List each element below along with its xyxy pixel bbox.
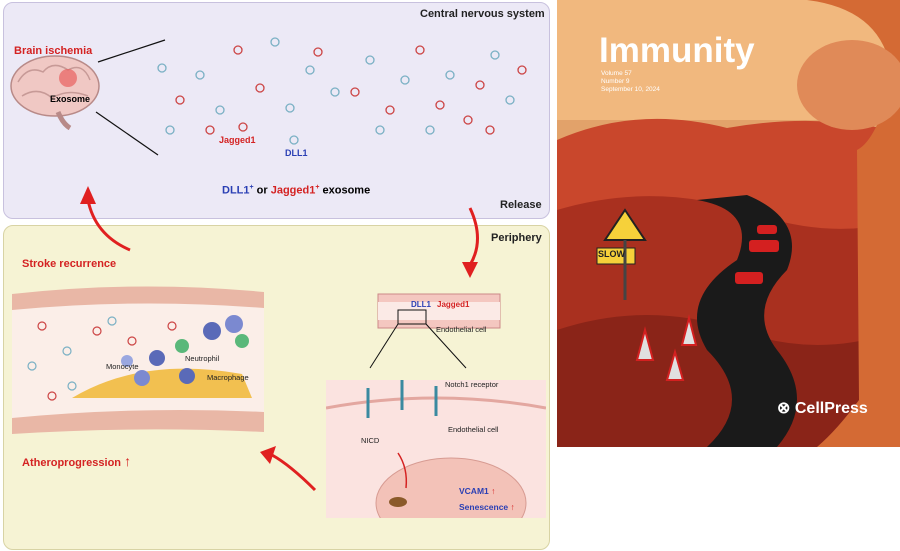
neutrophil-label: Neutrophil [185, 354, 220, 363]
process-arrows [80, 186, 479, 492]
dll1-label: DLL1 [285, 148, 308, 158]
endothelial-cell-bottom-label: Endothelial cell [448, 425, 499, 434]
jagged-exosome-icon [238, 122, 248, 132]
notch1-receptor-label: Notch1 receptor [445, 380, 499, 389]
exosome-legend: DLL1+ or Jagged1+ exosome [222, 184, 371, 197]
jagged1-small-label: Jagged1 [437, 300, 470, 309]
senescence-label: Senescence ↑ [459, 502, 515, 512]
macrophage-label: Macrophage [207, 373, 249, 382]
stroke-recurrence-label: Stroke recurrence [22, 258, 117, 270]
artery-illustration [12, 286, 264, 434]
zoom-lines [95, 39, 166, 156]
nicd-label: NICD [361, 436, 380, 445]
dll1-small-label: DLL1 [411, 300, 431, 309]
brain-illustration [10, 55, 100, 130]
dll-exosome-icon [289, 135, 299, 145]
endothelial-illustration [326, 293, 546, 518]
monocyte-label: Monocyte [106, 362, 139, 371]
release-label: Release [500, 199, 542, 211]
cover-publisher-logo: ⊗ CellPress [777, 400, 868, 417]
jagged1-label: Jagged1 [219, 135, 256, 145]
vcam1-label: VCAM1 ↑ [459, 486, 496, 496]
cover-slow-sign: SLOW [598, 249, 625, 259]
cover-journal-title: Immunity [599, 31, 755, 70]
cns-title: Central nervous system [420, 8, 545, 20]
periphery-title: Periphery [491, 232, 542, 244]
atheroprogression-label: Atheroprogression ↑ [22, 453, 132, 469]
cellpress-icon: ⊗ [777, 400, 791, 417]
endothelial-cell-top-label: Endothelial cell [436, 325, 487, 334]
brain-ischemia-label: Brain ischemia [14, 45, 93, 57]
cover-artwork [557, 0, 900, 447]
exosome-field [157, 37, 527, 135]
exosome-label: Exosome [50, 94, 91, 104]
